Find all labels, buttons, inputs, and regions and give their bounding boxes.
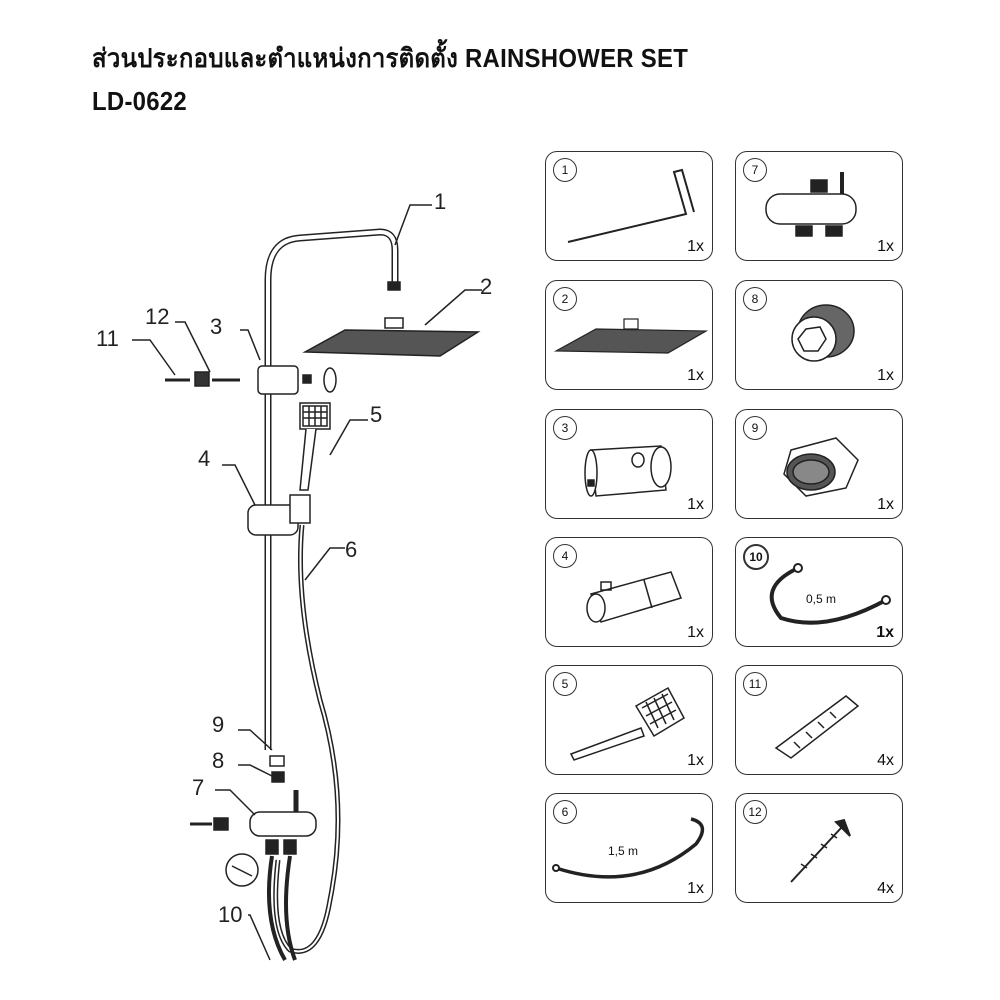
hose-length: 1,5 m <box>608 844 639 858</box>
page-title: ส่วนประกอบและตำแหน่งการติดตั้ง RAINSHOWE… <box>92 43 689 73</box>
part-number: 5 <box>553 672 577 696</box>
part-card-11: 11 4x <box>735 665 903 775</box>
part-number: 9 <box>743 416 767 440</box>
callout-3: 3 <box>210 314 223 339</box>
part-number: 11 <box>743 672 767 696</box>
part-card-2: 2 1x <box>545 280 713 390</box>
part-number: 3 <box>553 416 577 440</box>
part-number: 12 <box>743 800 767 824</box>
part-card-12: 12 4x <box>735 793 903 903</box>
wall-plug-icon <box>774 695 860 759</box>
part-number: 2 <box>553 287 577 311</box>
callout-4: 4 <box>198 446 211 471</box>
part-card-5: 5 1x <box>545 665 713 775</box>
callout-9: 9 <box>212 712 225 737</box>
part-card-6: 6 1,5 m 1x <box>545 793 713 903</box>
callout-11: 11 <box>96 326 119 351</box>
part-quantity: 4x <box>877 880 894 897</box>
callout-1: 1 <box>434 189 447 214</box>
callout-8: 8 <box>212 748 225 773</box>
callout-6: 6 <box>345 537 358 562</box>
part-card-3: 3 1x <box>545 409 713 519</box>
part-number: 10 <box>743 544 769 570</box>
rain-shower-head-icon <box>553 318 709 354</box>
part-card-9: 9 1x <box>735 409 903 519</box>
part-number: 8 <box>743 287 767 311</box>
part-number: 7 <box>743 158 767 182</box>
screw-icon <box>790 818 851 883</box>
wall-bracket-icon <box>584 445 672 497</box>
callout-10: 10 <box>218 902 243 927</box>
callout-12: 12 <box>145 304 170 329</box>
part-card-10: 10 0,5 m 1x <box>735 537 903 647</box>
part-number: 1 <box>553 158 577 182</box>
part-card-4: 4 1x <box>545 537 713 647</box>
part-quantity: 1x <box>687 238 704 255</box>
model-number: LD-0622 <box>92 86 188 116</box>
part-number: 6 <box>553 800 577 824</box>
callout-7: 7 <box>192 775 205 800</box>
part-card-7: 7 1x <box>735 151 903 261</box>
part-quantity: 4x <box>877 752 894 769</box>
part-card-8: 8 1x <box>735 280 903 390</box>
callout-2: 2 <box>480 274 493 299</box>
connector-nut-icon <box>791 304 855 362</box>
shower-arm-icon <box>567 168 695 243</box>
slider-holder-icon <box>586 571 682 623</box>
part-quantity: 1x <box>687 624 704 641</box>
part-quantity: 1x <box>877 367 894 384</box>
part-quantity: 1x <box>876 624 894 641</box>
part-number: 4 <box>553 544 577 568</box>
hand-shower-icon <box>569 686 685 761</box>
part-quantity: 1x <box>687 880 704 897</box>
diverter-valve-icon <box>765 172 857 237</box>
exploded-assembly-diagram <box>132 204 482 961</box>
callout-5: 5 <box>370 402 383 427</box>
short-hose-icon <box>769 563 891 625</box>
part-quantity: 1x <box>877 238 894 255</box>
part-card-1: 1 1x <box>545 151 713 261</box>
hose-length: 0,5 m <box>806 592 837 606</box>
long-hose-icon <box>552 817 705 879</box>
part-quantity: 1x <box>877 496 894 513</box>
threaded-nut-icon <box>783 437 859 497</box>
part-quantity: 1x <box>687 752 704 769</box>
part-quantity: 1x <box>687 496 704 513</box>
part-quantity: 1x <box>687 367 704 384</box>
